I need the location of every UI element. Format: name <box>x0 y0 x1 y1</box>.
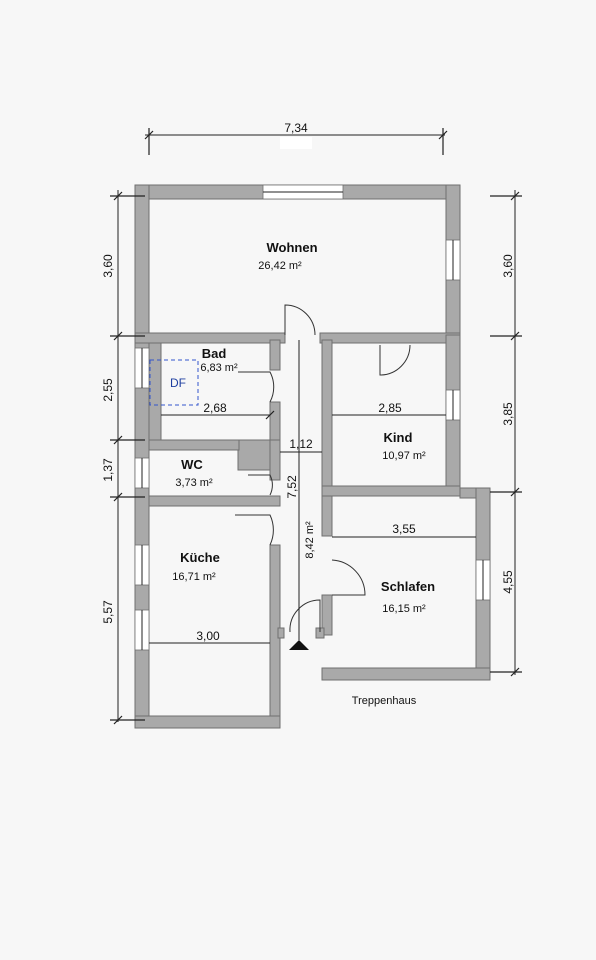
dim-left-wc: 1,37 <box>101 458 115 482</box>
room-name-bad: Bad <box>202 346 227 361</box>
dim-kueche-width: 3,00 <box>196 629 220 643</box>
treppenhaus-label: Treppenhaus <box>352 695 417 707</box>
dim-bad-width: 2,68 <box>203 401 227 415</box>
dim-right-wohnen: 3,60 <box>501 254 515 278</box>
dim-kind-width: 2,85 <box>378 401 402 415</box>
room-area-wc: 3,73 m² <box>175 477 213 489</box>
room-area-flur: 8,42 m² <box>304 521 316 559</box>
dimension-lines <box>110 128 522 725</box>
doors <box>235 304 411 633</box>
room-area-kueche: 16,71 m² <box>172 571 216 583</box>
dim-left-wohnen: 3,60 <box>101 254 115 278</box>
dim-flur-width: 1,12 <box>289 437 313 451</box>
dim-left-kueche: 5,57 <box>101 600 115 624</box>
room-name-wohnen: Wohnen <box>266 240 317 255</box>
dim-label-backdrop <box>280 137 312 149</box>
dim-flur-length: 7,52 <box>285 475 299 499</box>
dim-top-width: 7,34 <box>284 121 308 135</box>
dim-schlafen-width: 3,55 <box>392 522 416 536</box>
room-name-kind: Kind <box>384 430 413 445</box>
windows <box>134 184 491 651</box>
room-area-schlafen: 16,15 m² <box>382 603 426 615</box>
room-area-wohnen: 26,42 m² <box>258 260 302 272</box>
room-name-schlafen: Schlafen <box>381 579 435 594</box>
room-area-bad: 6,83 m² <box>200 362 238 374</box>
dim-left-bad: 2,55 <box>101 378 115 402</box>
room-name-kueche: Küche <box>180 550 220 565</box>
room-area-kind: 10,97 m² <box>382 450 426 462</box>
df-label: DF <box>170 376 186 390</box>
dim-right-kind: 3,85 <box>501 402 515 426</box>
dim-right-schlafen: 4,55 <box>501 570 515 594</box>
room-name-wc: WC <box>181 457 203 472</box>
